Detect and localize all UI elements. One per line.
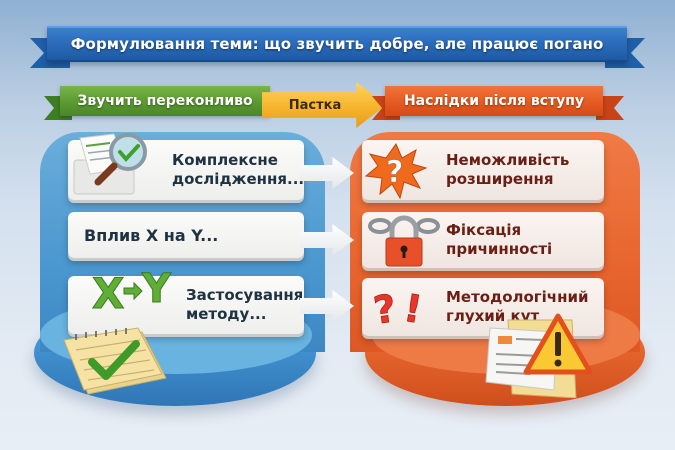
header-right-label: Наслідки після вступу <box>403 93 585 109</box>
right-card-3-line1: Методологічний <box>446 288 589 306</box>
right-card-1-line1: Неможливість <box>446 151 570 169</box>
left-card-3-line2: методу... <box>186 305 267 323</box>
svg-text:Y: Y <box>141 266 172 312</box>
notepad-checkmark-icon <box>62 326 172 398</box>
document-warning-icon <box>484 312 594 399</box>
header-left-label: Звучить переконливо <box>77 93 253 109</box>
title-banner: Формулювання теми: що звучить добре, але… <box>47 26 627 62</box>
right-card-2-line2: причинності <box>446 240 553 258</box>
left-card-method-application: Застосування методу... <box>68 276 304 334</box>
left-card-3-line1: Застосування <box>186 286 304 304</box>
trap-label: Пастка <box>288 97 342 113</box>
magnifier-document-check-icon <box>68 128 168 200</box>
page-title: Формулювання теми: що звучить добре, але… <box>70 35 604 53</box>
right-card-1-line2: розширення <box>446 170 554 188</box>
svg-text:X: X <box>92 269 124 314</box>
svg-text:?: ? <box>374 286 399 330</box>
chained-padlock-icon <box>368 214 440 268</box>
left-card-1-line1: Комплексне <box>172 151 278 169</box>
question-burst-icon: ? <box>364 142 428 200</box>
question-exclamation-icon: ? ! <box>371 280 434 333</box>
left-card-2-line1: Вплив X на Y... <box>84 225 219 245</box>
x-arrow-y-icon: X Y <box>92 264 182 319</box>
header-sounds-convincing: Звучить переконливо <box>60 86 270 116</box>
svg-text:!: ! <box>401 286 426 330</box>
svg-text:?: ? <box>386 155 403 190</box>
trap-arrow: Пастка <box>262 82 386 128</box>
right-card-2-line1: Фіксація <box>446 221 522 239</box>
header-consequences: Наслідки після вступу <box>385 86 603 116</box>
left-card-1-line2: дослідження... <box>172 170 305 188</box>
left-card-influence-x-on-y: Вплив X на Y... <box>68 212 304 258</box>
